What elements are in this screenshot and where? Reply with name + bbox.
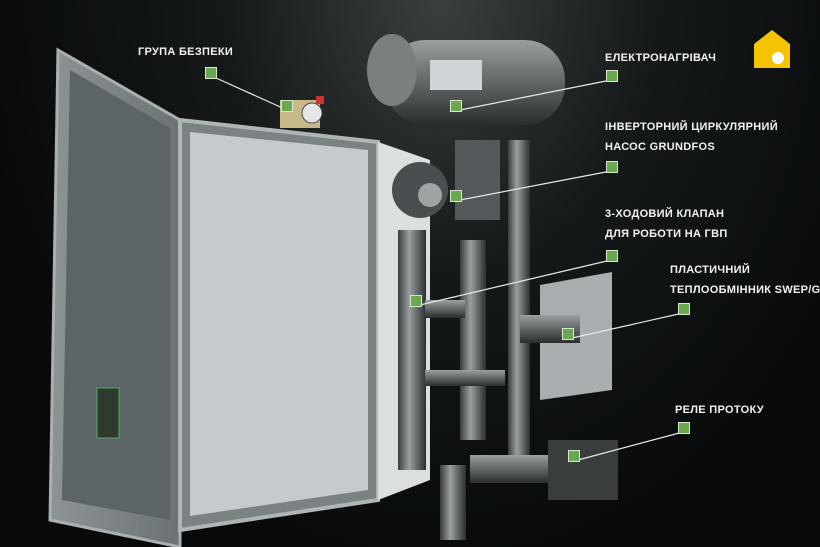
control-board <box>96 387 120 439</box>
heat-exchanger-marker <box>562 328 574 340</box>
valve-marker <box>410 295 422 307</box>
flow-relay-label-marker <box>678 422 690 434</box>
electric-heater-marker <box>450 100 462 112</box>
callout-flow-relay: РЕЛЕ ПРОТОКУ <box>675 400 764 420</box>
heat-exchanger-label-marker <box>678 303 690 315</box>
electric-heater-label-marker <box>606 70 618 82</box>
callout-text: ДЛЯ РОБОТИ НА ГВП <box>605 228 728 240</box>
flow-relay-marker <box>568 450 580 462</box>
brand-logo-icon <box>754 30 790 68</box>
leader-lines <box>215 77 684 461</box>
pump-label-marker <box>606 161 618 173</box>
callout-text: НАСОС GRUNDFOS <box>605 141 715 153</box>
callout-safety-group: ГРУПА БЕЗПЕКИ <box>138 42 233 62</box>
pump-marker <box>450 190 462 202</box>
callout-text: ПЛАСТИЧНИЙ <box>670 264 751 276</box>
callout-text: ІНВЕРТОРНИЙ ЦИРКУЛЯРНИЙ <box>605 121 778 133</box>
callout-three-way-valve: 3-ХОДОВИЙ КЛАПАН ДЛЯ РОБОТИ НА ГВП <box>605 204 728 244</box>
callout-circulation-pump: ІНВЕРТОРНИЙ ЦИРКУЛЯРНИЙ НАСОС GRUNDFOS <box>605 117 778 157</box>
callout-text: ТЕПЛООБМІННИК SWEP/GEA <box>670 284 820 296</box>
callout-text: РЕЛЕ ПРОТОКУ <box>675 404 764 416</box>
valve-label-marker <box>606 250 618 262</box>
callout-text: ГРУПА БЕЗПЕКИ <box>138 46 234 58</box>
callout-electric-heater: ЕЛЕКТРОНАГРІВАЧ <box>605 48 716 68</box>
safety-group-label-marker <box>205 67 217 79</box>
safety-group-marker <box>281 100 293 112</box>
callout-text: 3-ХОДОВИЙ КЛАПАН <box>605 208 725 220</box>
callout-text: ЕЛЕКТРОНАГРІВАЧ <box>605 52 717 64</box>
callout-plate-heat-exchanger: ПЛАСТИЧНИЙ ТЕПЛООБМІННИК SWEP/GEA <box>670 260 820 300</box>
